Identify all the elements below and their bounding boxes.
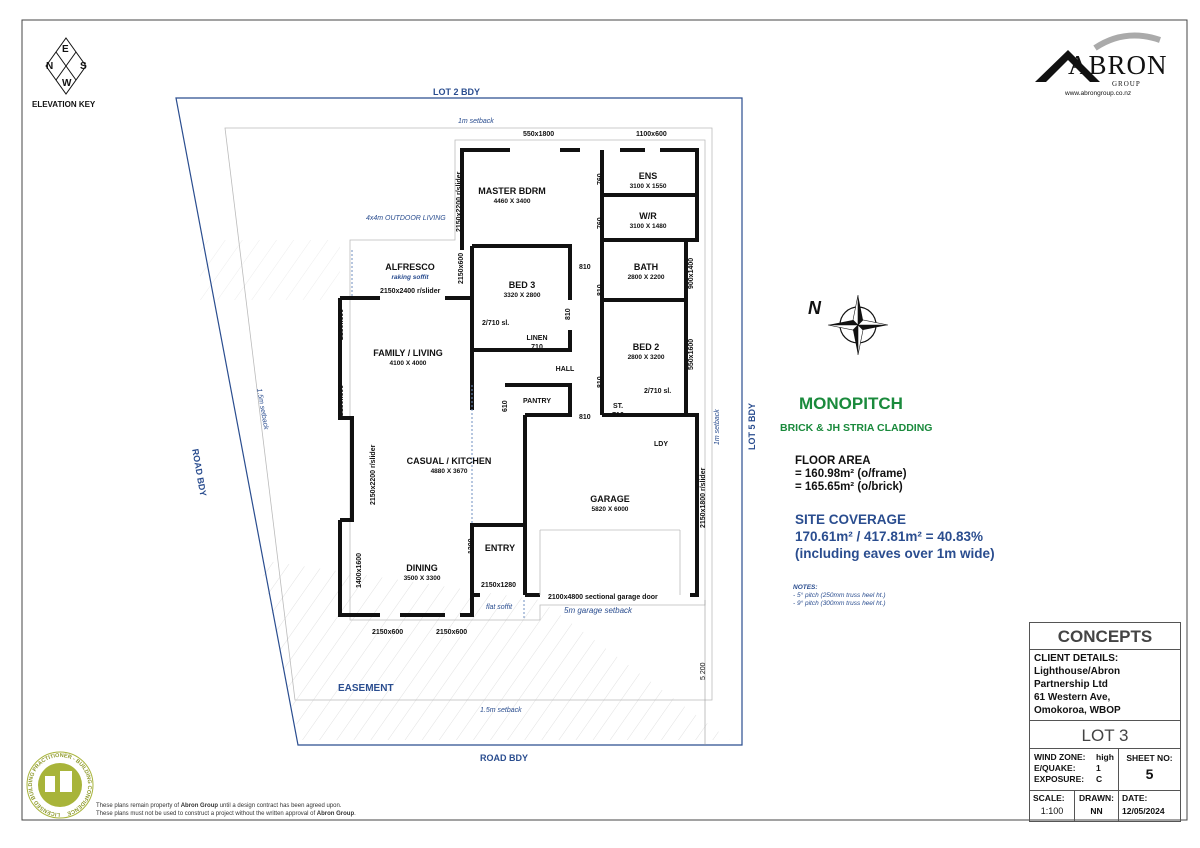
dim: 550x1800 bbox=[523, 131, 555, 138]
logo-url[interactable]: www.abrongroup.co.nz bbox=[1065, 90, 1132, 97]
dim: 2150x600 bbox=[458, 252, 465, 284]
room-entry: ENTRY bbox=[484, 543, 516, 553]
elevation-key-label: ELEVATION KEY bbox=[32, 100, 96, 109]
logo-group: GROUP bbox=[1112, 80, 1141, 88]
elev-s: S bbox=[80, 61, 87, 72]
setback-garage: 5m garage setback bbox=[564, 606, 633, 615]
dim: 2150x1800 r/slider bbox=[700, 467, 707, 528]
north-compass-icon bbox=[827, 294, 889, 356]
dim: 2150x600 bbox=[372, 629, 404, 636]
dim: 610 bbox=[502, 400, 509, 412]
north-label: N bbox=[808, 298, 821, 318]
dim: 810 bbox=[597, 376, 604, 388]
dim: 810 bbox=[597, 284, 604, 296]
cladding: BRICK & JH STRIA CLADDING bbox=[780, 422, 933, 434]
site-conditions: WIND ZONE:high E/QUAKE:1 EXPOSURE:C bbox=[1029, 748, 1119, 791]
elev-w: W bbox=[62, 78, 72, 89]
dim: 900x1400 bbox=[688, 257, 695, 289]
logo-name: ABRON bbox=[1068, 50, 1168, 80]
boundary-right: LOT 5 BDY bbox=[747, 402, 757, 450]
dim: 1100x600 bbox=[636, 131, 667, 138]
room-hall: HALL bbox=[555, 366, 575, 373]
dim: 2150x600 bbox=[338, 384, 345, 416]
dim: 2/710 sl. bbox=[482, 320, 510, 327]
sheet-number: SHEET NO: 5 bbox=[1118, 748, 1181, 791]
setback-line bbox=[224, 127, 713, 701]
lbp-badge-logo: LICENSED BUILDING PRACTITIONER - BUILDIN… bbox=[26, 751, 94, 819]
abron-logo-mark bbox=[1035, 32, 1161, 82]
lot-label: LOT 3 bbox=[1029, 720, 1181, 749]
dim-5200: 5 200 bbox=[700, 662, 707, 680]
dim: 2100x4800 sectional garage door bbox=[548, 594, 658, 601]
room-pantry: PANTRY bbox=[523, 398, 551, 405]
easement-label: EASEMENT bbox=[338, 683, 394, 694]
dim: 760 bbox=[597, 173, 604, 185]
room-st: ST.710 bbox=[612, 403, 624, 419]
roof-type: MONOPITCH bbox=[799, 394, 903, 413]
boundary-top: LOT 2 BDY bbox=[433, 87, 481, 97]
drawn-by: DRAWN: NN bbox=[1074, 790, 1119, 822]
scale: SCALE: 1:100 bbox=[1029, 790, 1075, 822]
flat-soffit-label: flat soffit bbox=[486, 604, 513, 611]
dim: 2150x2200 r/slider bbox=[456, 171, 463, 232]
site-coverage: SITE COVERAGE 170.61m² / 417.81m² = 40.8… bbox=[795, 512, 995, 561]
outdoor-living-hatch bbox=[200, 240, 340, 300]
walls bbox=[338, 148, 699, 617]
setback-right: 1m setback bbox=[714, 409, 721, 445]
setback-top: 1m setback bbox=[458, 118, 494, 125]
elev-w-left: N bbox=[46, 61, 54, 72]
dim: 2150x2200 r/slider bbox=[370, 444, 377, 505]
dim: 810 bbox=[579, 264, 591, 271]
floor-area: FLOOR AREA = 160.98m² (o/frame) = 165.65… bbox=[795, 455, 907, 493]
elev-n: E bbox=[62, 44, 69, 55]
dim: 1400x1600 bbox=[356, 552, 363, 588]
dim: 810 bbox=[565, 308, 572, 320]
boundary-bottom: ROAD BDY bbox=[480, 753, 529, 763]
dim: 2/710 sl. bbox=[644, 388, 672, 395]
disclaimer: These plans remain property of Abron Gro… bbox=[96, 803, 356, 817]
room-ldy: LDY bbox=[654, 441, 668, 448]
site-boundary bbox=[175, 97, 743, 746]
dim: 550x1600 bbox=[688, 338, 695, 370]
outdoor-living-label: 4x4m OUTDOOR LIVING bbox=[366, 215, 446, 222]
dim: 2150x2400 r/slider bbox=[380, 288, 441, 295]
client-details: CLIENT DETAILS: Lighthouse/Abron Partner… bbox=[1029, 649, 1181, 721]
dim: 1200 bbox=[468, 538, 475, 554]
dim: 2150x600 bbox=[436, 629, 468, 636]
notes: NOTES: - 5° pitch (250mm truss heel ht.)… bbox=[793, 584, 886, 607]
dim: 760 bbox=[597, 217, 604, 229]
sheet-border bbox=[21, 19, 1188, 821]
dim: 2150x600 bbox=[338, 308, 345, 340]
status-label: CONCEPTS bbox=[1029, 622, 1181, 650]
setback-bottom: 1.5m setback bbox=[480, 707, 522, 714]
easement-area bbox=[260, 560, 730, 740]
elevation-key-diagram bbox=[45, 37, 87, 95]
dim: 810 bbox=[579, 414, 591, 421]
date: DATE: 12/05/2024 bbox=[1118, 790, 1181, 822]
dim: 2150x1280 bbox=[481, 582, 517, 589]
